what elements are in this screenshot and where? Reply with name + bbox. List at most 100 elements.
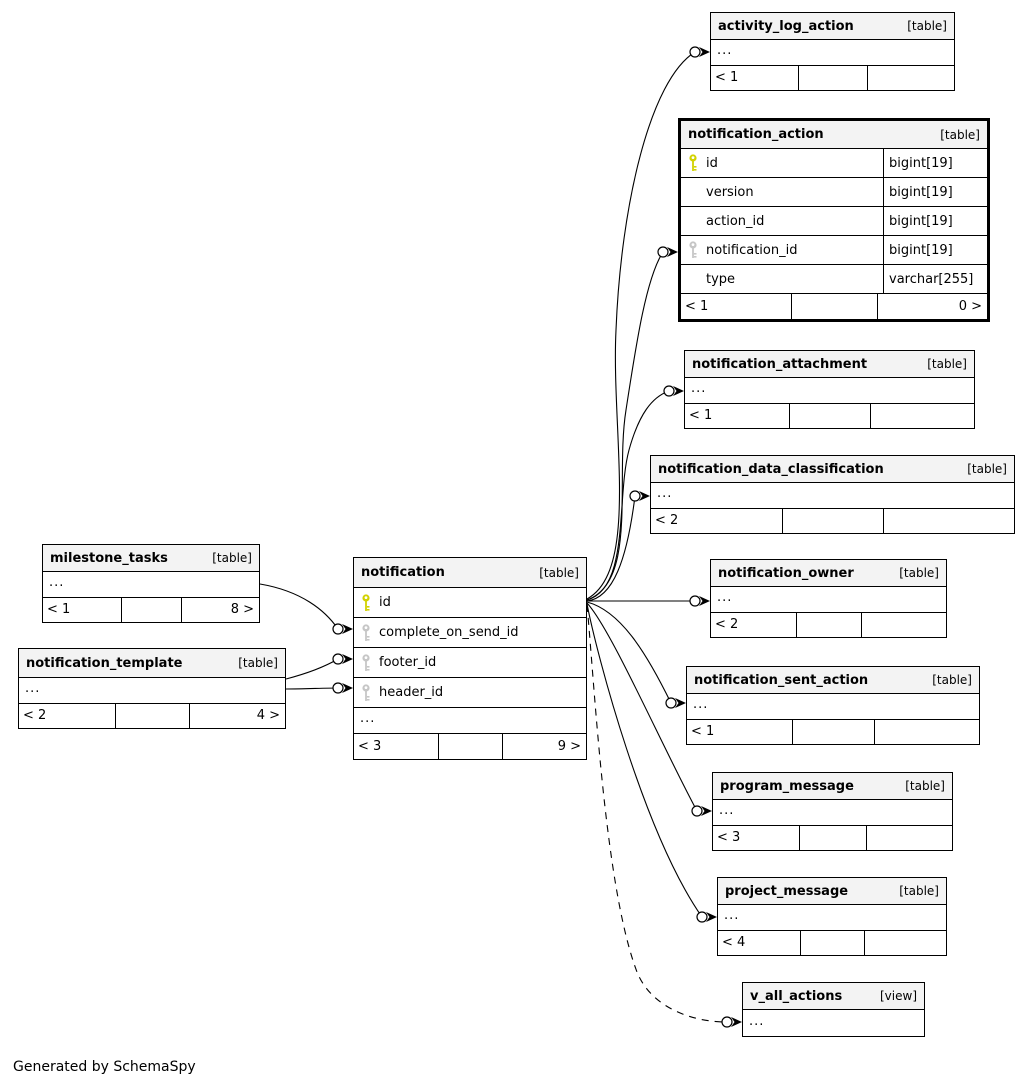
arrowhead-icon: [701, 806, 712, 816]
column-name: id: [379, 595, 391, 610]
footer-children-count: < 2: [655, 513, 679, 528]
footer-spacer: [795, 613, 862, 637]
column-name: footer_id: [379, 655, 437, 670]
footer-children-count: < 1: [689, 408, 713, 423]
cardinality-circle: [689, 595, 701, 607]
table-header: notification_attachment [table]: [685, 351, 974, 378]
relationship-notification-project_message: [586, 603, 717, 923]
table-header: notification_action [table]: [681, 121, 987, 149]
foreign-key-icon: [362, 623, 370, 641]
footer-children-count: < 3: [717, 830, 741, 845]
table-notification_action[interactable]: notification_action [table] id bigint[19…: [678, 118, 990, 322]
hidden-columns-row: ...: [749, 1014, 765, 1029]
footer-parents-count: 0 >: [876, 294, 987, 319]
footer-parents-count: [866, 66, 955, 90]
relationship-notification-notification_attachment: [586, 385, 684, 601]
column-name: notification_id: [706, 242, 798, 258]
foreign-key-icon: [362, 683, 370, 701]
foreign-key-icon: [689, 241, 697, 258]
column-name: id: [706, 155, 718, 171]
table-program_message[interactable]: program_message [table] ... < 3: [712, 772, 953, 851]
arrowhead-icon: [675, 698, 686, 708]
table-kind-badge: [table]: [899, 884, 939, 898]
hidden-columns-row: ...: [713, 800, 952, 826]
table-notification_owner[interactable]: notification_owner [table] ... < 2: [710, 559, 947, 638]
primary-key-icon: [362, 593, 370, 611]
cardinality-circle: [665, 697, 677, 709]
footer-spacer: [781, 509, 884, 533]
hidden-columns-row: ...: [43, 572, 259, 598]
arrowhead-icon: [639, 491, 650, 501]
column-row-id: id: [354, 588, 586, 618]
table-header: v_all_actions [view]: [743, 983, 924, 1010]
table-name: notification: [361, 565, 445, 580]
column-name: header_id: [379, 685, 444, 700]
table-milestone_tasks[interactable]: milestone_tasks [table] ... < 1 8 >: [42, 544, 260, 623]
table-header: notification_template [table]: [19, 649, 285, 678]
table-kind-badge: [table]: [905, 779, 945, 793]
table-kind-badge: [table]: [907, 19, 947, 33]
column-type: varchar[255]: [883, 265, 987, 293]
footer-spacer: [800, 931, 864, 955]
table-header: notification_data_classification [table]: [651, 456, 1014, 483]
relationship-notification-notification_owner: [587, 595, 710, 607]
table-activity_log_action[interactable]: activity_log_action [table] ... < 1: [710, 12, 955, 91]
table-kind-badge: [table]: [932, 673, 972, 687]
arrowhead-icon: [342, 654, 353, 664]
table-kind-badge: [table]: [899, 566, 939, 580]
table-notification_template[interactable]: notification_template [table] ... < 2 4 …: [18, 648, 286, 729]
table-name: activity_log_action: [718, 18, 854, 34]
view-v_all_actions[interactable]: v_all_actions [view] ...: [742, 982, 925, 1037]
cardinality-circle: [689, 46, 701, 58]
table-name: notification_action: [688, 127, 824, 142]
table-name: notification_sent_action: [694, 672, 869, 688]
foreign-key-icon: [362, 653, 370, 671]
footer-spacer: [789, 404, 870, 428]
column-name: action_id: [706, 213, 765, 229]
footer-children-count: < 3: [358, 739, 382, 754]
hidden-columns-row: ...: [718, 905, 946, 931]
key-slot: [681, 241, 706, 259]
arrowhead-icon: [706, 912, 717, 922]
hidden-columns-row: ...: [651, 483, 1014, 509]
table-footer: < 1: [711, 66, 954, 90]
relationship-notification_template-header: [285, 682, 353, 694]
relationship-notification-v_all_actions: [586, 604, 742, 1028]
footer-spacer: [120, 598, 181, 622]
table-project_message[interactable]: project_message [table] ... < 4: [717, 877, 947, 956]
table-kind-badge: [table]: [238, 656, 278, 670]
table-kind-badge: [table]: [927, 357, 967, 371]
column-type: bigint[19]: [883, 207, 987, 235]
footer-spacer: [792, 720, 874, 744]
relationship-notification-program_message: [586, 602, 712, 817]
footer-parents-count: 8 >: [181, 598, 259, 622]
table-notification_attachment[interactable]: notification_attachment [table] ... < 1: [684, 350, 975, 429]
table-notification_sent_action[interactable]: notification_sent_action [table] ... < 1: [686, 666, 980, 745]
key-slot: [354, 683, 379, 702]
table-name: notification_template: [26, 655, 183, 671]
hidden-columns-row: ...: [354, 708, 586, 734]
footer-parents-count: 9 >: [502, 734, 586, 759]
hidden-columns-row: ...: [685, 378, 974, 404]
arrowhead-icon: [342, 624, 353, 634]
table-header: notification_sent_action [table]: [687, 667, 979, 694]
key-slot: [681, 154, 706, 172]
cardinality-circle: [657, 246, 669, 258]
relationship-notification-notification_sent_action: [586, 601, 686, 709]
table-kind-badge: [table]: [212, 551, 252, 565]
hidden-columns-row: ...: [711, 40, 954, 66]
column-type: bigint[19]: [883, 149, 987, 177]
table-notification_data_classification[interactable]: notification_data_classification [table]…: [650, 455, 1015, 534]
cardinality-circle: [332, 653, 344, 665]
table-footer: < 3: [713, 826, 952, 850]
column-row-type: type varchar[255]: [681, 265, 987, 294]
relationship-notification-activity_log_action: [586, 46, 710, 600]
table-footer: < 1 0 >: [681, 294, 987, 319]
column-name: version: [706, 184, 754, 200]
table-notification[interactable]: notification [table] id complete_on_send…: [353, 557, 587, 760]
table-kind-badge: [table]: [940, 127, 980, 142]
relationship-notification-notification_action: [586, 246, 678, 601]
cardinality-circle: [332, 623, 344, 635]
footer-parents-count: [883, 509, 1014, 533]
